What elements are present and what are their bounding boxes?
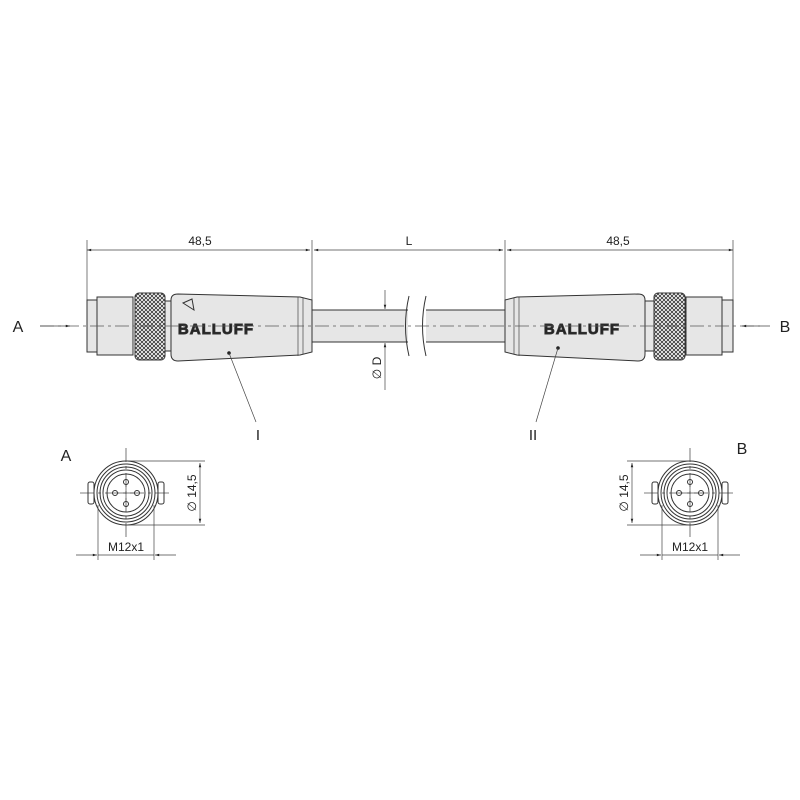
end-b-label: B: [780, 319, 791, 336]
break-line: [405, 295, 410, 357]
end-view-b-diameter: ∅ 14,5: [617, 474, 631, 511]
end-view-b-label: B: [737, 441, 748, 458]
left-connector: BALLUFF: [86, 292, 313, 362]
end-view-a: A ∅ 14,5 M12x1: [61, 448, 205, 560]
cable-length-label: L: [406, 234, 413, 248]
end-view-a-label: A: [61, 448, 72, 465]
end-a-label: A: [13, 319, 24, 336]
callout-i: I: [256, 427, 260, 444]
brand-logo-left: BALLUFF: [178, 321, 254, 338]
end-view-a-thread: M12x1: [108, 540, 144, 554]
left-length-label: 48,5: [188, 234, 212, 248]
cable-diameter-label: ∅ D: [370, 356, 384, 379]
end-view-a-diameter: ∅ 14,5: [185, 474, 199, 511]
callout-ii: II: [529, 427, 537, 444]
right-length-label: 48,5: [606, 234, 630, 248]
end-view-b: B ∅ 14,5 M12x1: [617, 441, 747, 560]
cable-diameter-dimension: ∅ D: [370, 290, 387, 390]
right-connector: BALLUFF: [504, 292, 734, 362]
triangle-marker-icon: [181, 298, 195, 312]
end-view-b-thread: M12x1: [672, 540, 708, 554]
length-dimensions: 48,5 L 48,5: [86, 234, 734, 300]
brand-logo-right: BALLUFF: [544, 321, 620, 338]
